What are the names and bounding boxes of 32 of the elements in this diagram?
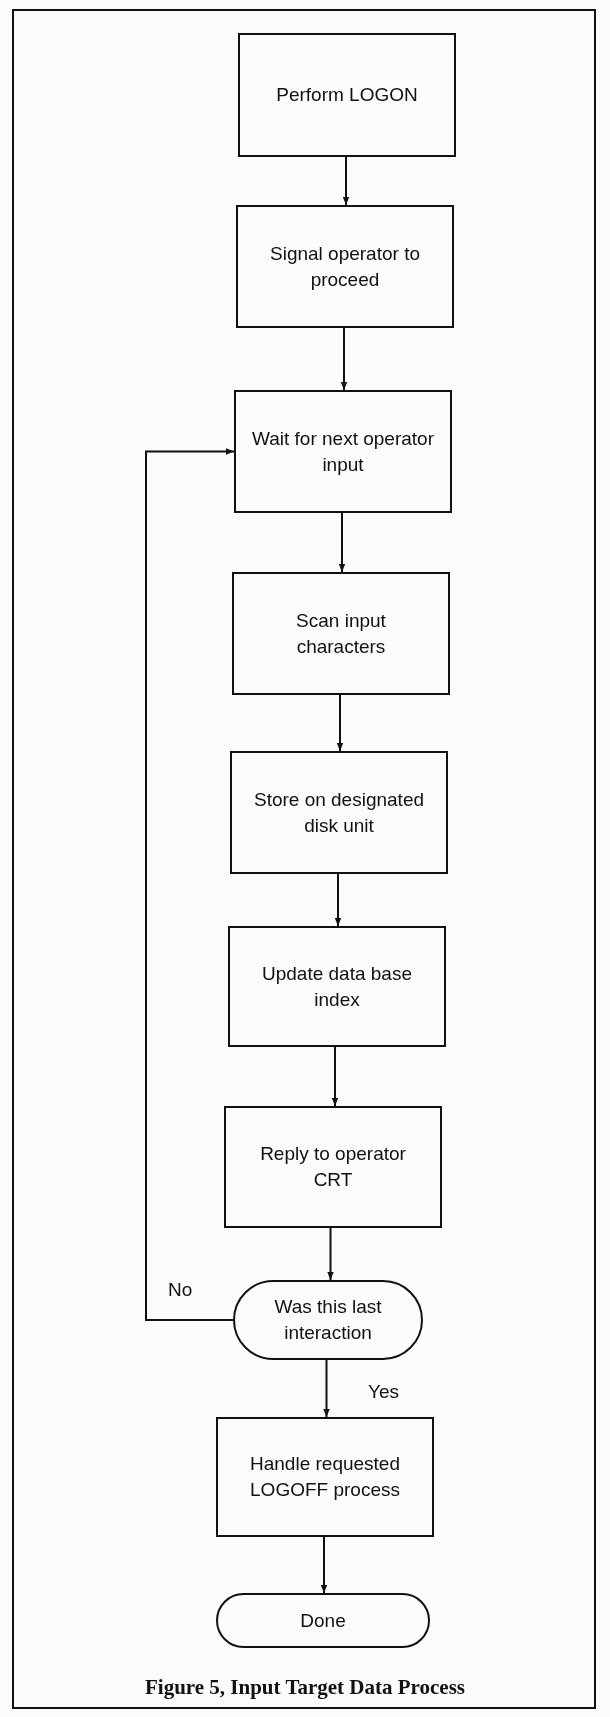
node-text: Store on designated disk unit [252, 787, 426, 838]
arrow [327, 1227, 334, 1281]
process-box [224, 1106, 442, 1228]
node-text: Signal operator to proceed [269, 241, 421, 292]
node-text: Perform LOGON [276, 83, 418, 107]
node-text: Scan input characters [295, 608, 387, 659]
node-text: Reply to operator CRT [259, 1142, 407, 1192]
process-box [232, 572, 450, 695]
figure-caption: Figure 5, Input Target Data Process [143, 1674, 467, 1701]
arrow [340, 327, 348, 391]
arrow [334, 873, 342, 927]
node-text: Was this last interaction [273, 1295, 383, 1345]
process-box [216, 1417, 434, 1537]
process-box [234, 390, 452, 513]
arrow [338, 512, 346, 573]
node-text: Update data base index [261, 961, 413, 1012]
edge-label: Yes [366, 1382, 401, 1401]
node-text: Wait for next operator input [252, 426, 434, 477]
terminal-box [216, 1593, 430, 1648]
arrow [342, 156, 350, 206]
node-text: Done [300, 1608, 346, 1633]
arrow [320, 1536, 328, 1594]
node-text: Handle requested LOGOFF process [249, 1452, 401, 1502]
edge-label: No [166, 1280, 195, 1299]
arrow [331, 1046, 339, 1107]
arrow [336, 694, 344, 752]
process-box [238, 33, 456, 157]
process-box [236, 205, 454, 328]
arrow [145, 448, 235, 1321]
process-box [230, 751, 448, 874]
process-box [228, 926, 446, 1047]
arrow [323, 1359, 330, 1418]
